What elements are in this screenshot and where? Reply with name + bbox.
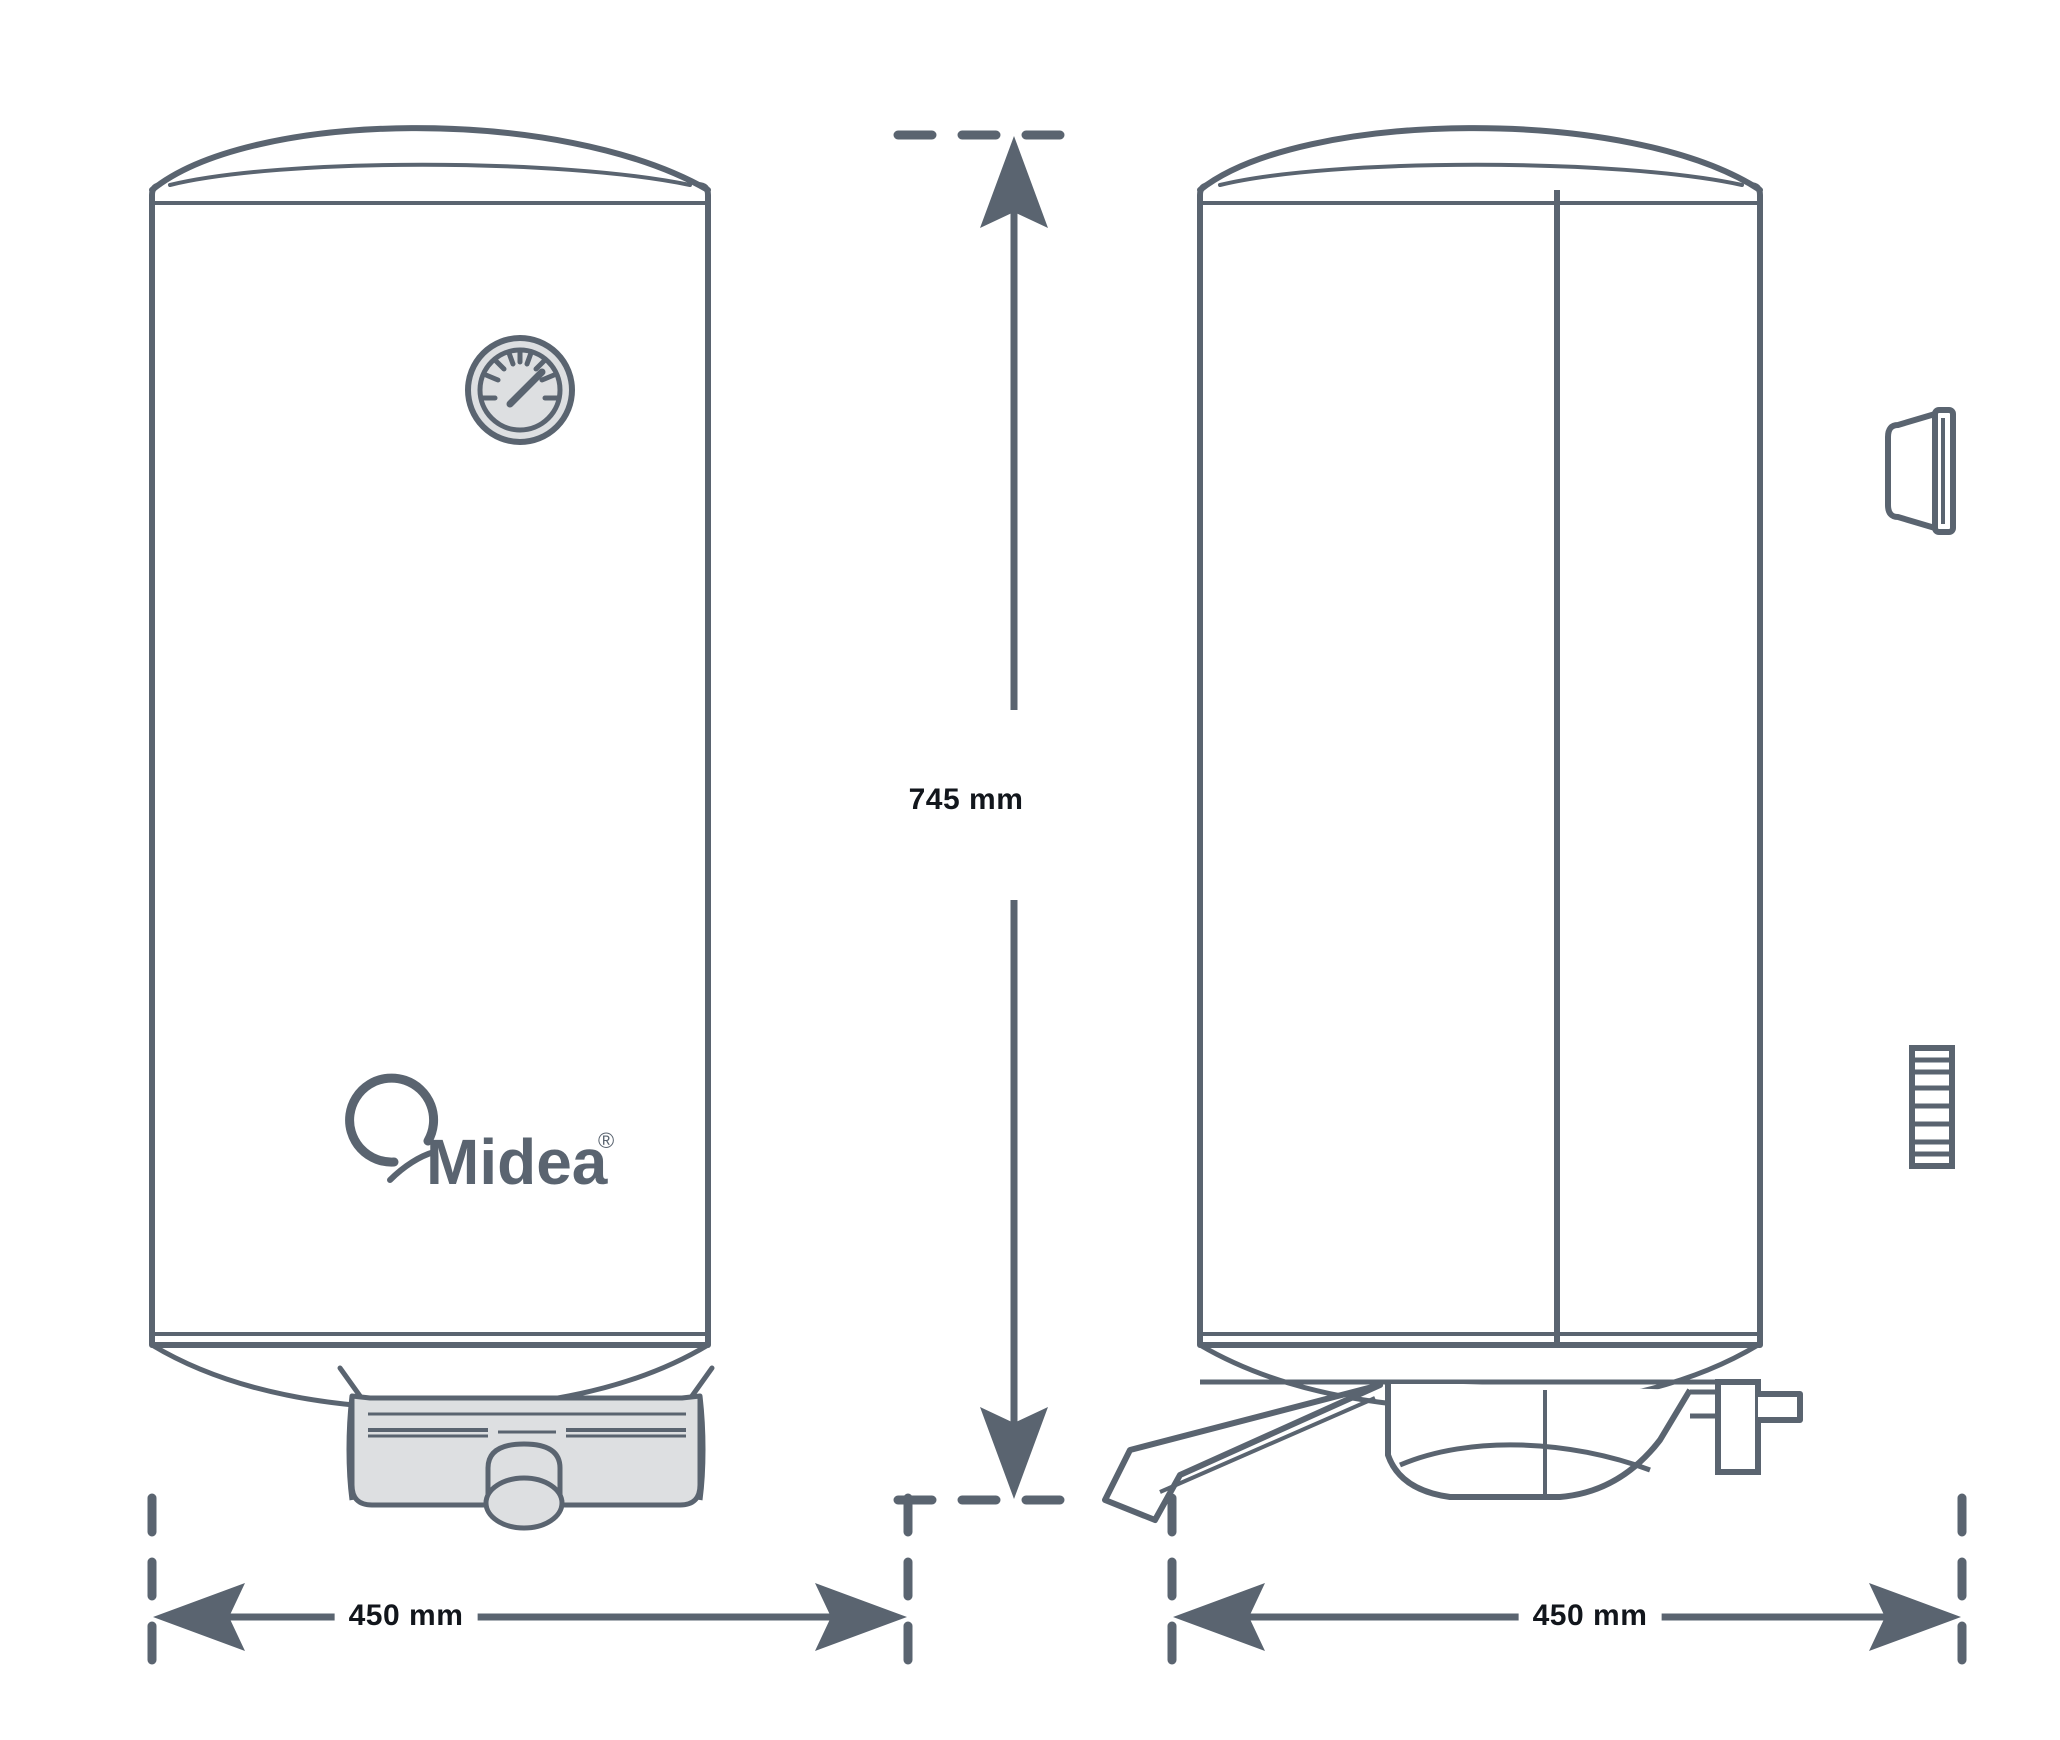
front-control-knob[interactable]: [483, 1441, 565, 1531]
dimension-width-front: [147, 1493, 913, 1665]
temperature-gauge[interactable]: [465, 335, 575, 445]
side-upper-port-flange: [1885, 407, 1956, 535]
arrowhead-left: [153, 1583, 245, 1651]
arrowhead-right: [1869, 1583, 1961, 1651]
arrowhead-up: [980, 136, 1048, 228]
side-tank-body: [1197, 182, 1763, 1348]
front-dome-top: [149, 125, 711, 193]
side-relief-valve: [1102, 1382, 1383, 1523]
brand-logo-text: Midea: [426, 1126, 608, 1198]
dimension-label-height: 745 mm: [894, 779, 1038, 821]
gauge-needle: [506, 368, 546, 408]
front-control-box: [337, 1365, 715, 1508]
dimension-label-width-side: 450 mm: [1518, 1595, 1662, 1637]
gauge-ticks: [480, 347, 560, 401]
dimension-height: [893, 130, 1065, 1505]
dimension-label-width-front: 450 mm: [334, 1595, 478, 1637]
side-lower-threaded-connector: [1909, 1045, 1955, 1169]
brand-trademark-symbol: ®: [598, 1128, 614, 1153]
side-outlet-pipe: [1690, 1379, 1803, 1475]
arrowhead-left: [1173, 1583, 1265, 1651]
side-bottom-cup: [1385, 1380, 1693, 1500]
side-view: [1102, 125, 1956, 1523]
arrowhead-down: [980, 1407, 1048, 1499]
side-dome-top: [1197, 125, 1763, 193]
brand-logo: Midea ®: [345, 1073, 614, 1198]
front-view: Midea ®: [149, 125, 715, 1531]
arrowhead-right: [815, 1583, 907, 1651]
